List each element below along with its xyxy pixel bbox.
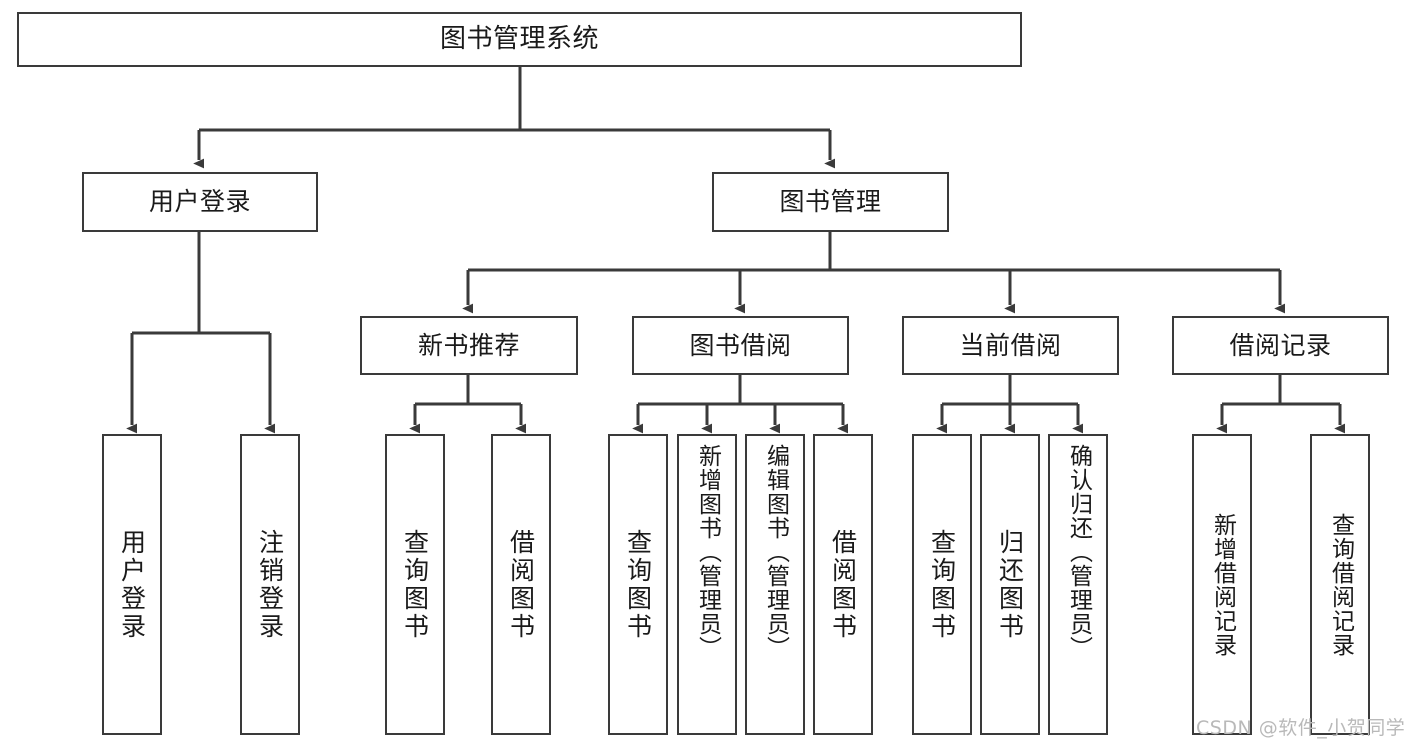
leaf-query-record-label: 查询借阅记录 [1327,512,1354,657]
leaf-edit-book-label: 编辑图书（管理员） [762,444,789,660]
node-root-label: 图书管理系统 [439,23,599,54]
node-book-manage-label: 图书管理 [779,187,882,216]
node-book-borrow[interactable]: 图书借阅 [632,316,849,375]
leaf-query-book-3-label: 查询图书 [927,528,957,641]
leaf-query-book-1[interactable]: 查询图书 [385,434,445,735]
leaf-logout-login-label: 注销登录 [255,528,285,641]
leaf-confirm-return-label: 确认归还（管理员） [1065,444,1092,660]
leaf-user-login[interactable]: 用户登录 [102,434,162,735]
leaf-query-book-2-label: 查询图书 [623,528,653,641]
node-book-borrow-label: 图书借阅 [689,330,792,360]
node-root[interactable]: 图书管理系统 [17,12,1022,67]
node-current-borrow-label: 当前借阅 [959,330,1062,360]
leaf-query-record[interactable]: 查询借阅记录 [1310,434,1370,735]
leaf-user-login-label: 用户登录 [117,528,147,641]
leaf-add-book-label: 新增图书（管理员） [694,444,721,660]
leaf-add-book[interactable]: 新增图书（管理员） [677,434,737,735]
node-new-book-recommend[interactable]: 新书推荐 [360,316,578,375]
leaf-query-book-1-label: 查询图书 [400,528,430,641]
leaf-logout-login[interactable]: 注销登录 [240,434,300,735]
leaf-edit-book[interactable]: 编辑图书（管理员） [745,434,805,735]
leaf-confirm-return[interactable]: 确认归还（管理员） [1048,434,1108,735]
leaf-query-book-3[interactable]: 查询图书 [912,434,972,735]
node-user-login[interactable]: 用户登录 [82,172,318,232]
leaf-query-book-2[interactable]: 查询图书 [608,434,668,735]
leaf-add-record-label: 新增借阅记录 [1209,512,1236,657]
leaf-borrow-book-1[interactable]: 借阅图书 [491,434,551,735]
watermark: CSDN @软件_小贺同学 [1196,717,1405,739]
node-user-login-label: 用户登录 [148,187,251,216]
leaf-add-record[interactable]: 新增借阅记录 [1192,434,1252,735]
node-borrow-record-label: 借阅记录 [1229,330,1332,360]
node-current-borrow[interactable]: 当前借阅 [902,316,1119,375]
node-new-book-recommend-label: 新书推荐 [417,330,520,360]
leaf-return-book[interactable]: 归还图书 [980,434,1040,735]
leaf-borrow-book-2-label: 借阅图书 [828,528,858,641]
node-borrow-record[interactable]: 借阅记录 [1172,316,1389,375]
leaf-borrow-book-2[interactable]: 借阅图书 [813,434,873,735]
leaf-return-book-label: 归还图书 [995,528,1025,641]
leaf-borrow-book-1-label: 借阅图书 [506,528,536,641]
node-book-manage[interactable]: 图书管理 [712,172,949,232]
